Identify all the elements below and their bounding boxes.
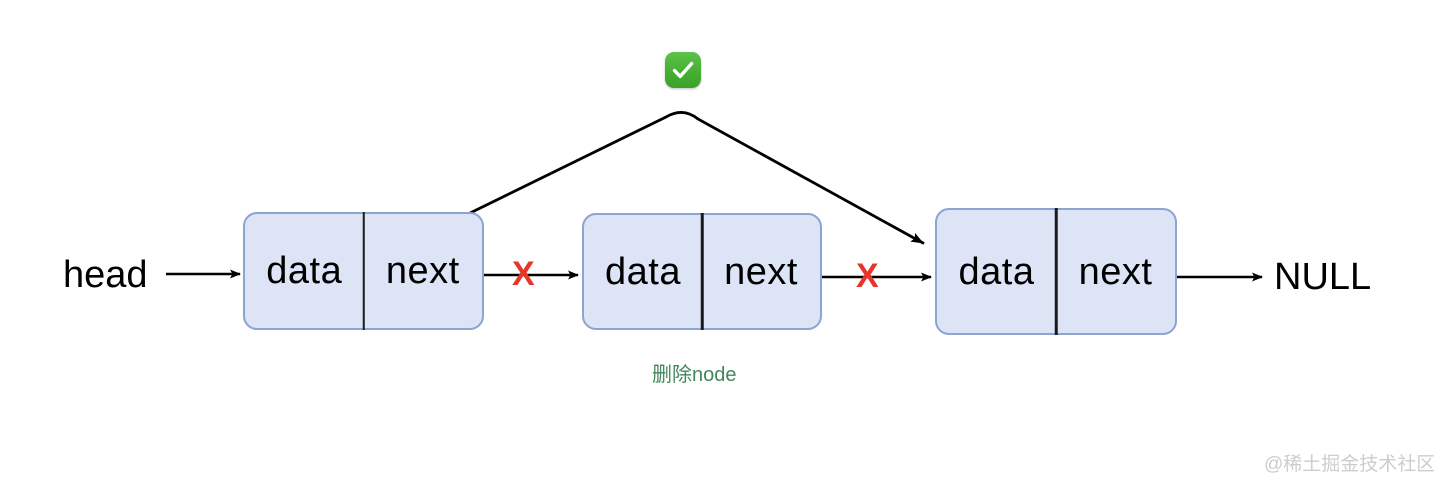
delete-node-note: 删除node [652,364,737,386]
list-node-1: data next [243,212,484,330]
head-label: head [63,254,148,296]
watermark-label: @稀土掘金技术社区 [1264,454,1434,475]
node-1-data-label: data [266,250,343,292]
node-2-data-cell: data [584,253,702,291]
broken-link-marker-1: X [512,255,535,293]
node-3-divider [1054,208,1058,335]
node-1-next-cell: next [364,252,483,290]
node-1-divider [362,212,365,330]
list-node-2: data next [582,213,822,330]
white-check-mark-icon [665,52,701,88]
node-2-divider [700,213,704,330]
check-glyph [672,61,694,79]
node-2-next-cell: next [702,253,820,291]
node-2-data-label: data [605,250,681,293]
node-1-data-cell: data [245,252,364,290]
list-node-3: data next [935,208,1177,335]
node-3-data-cell: data [937,253,1056,291]
arrow-bypass-node1-to-node3 [409,111,925,245]
node-3-data-label: data [958,250,1035,293]
node-3-next-label: next [1078,250,1153,293]
node-1-next-label: next [385,250,460,292]
node-3-next-cell: next [1056,253,1175,291]
node-2-next-label: next [724,250,798,293]
broken-link-marker-2: X [856,257,879,295]
null-label: NULL [1274,256,1372,298]
